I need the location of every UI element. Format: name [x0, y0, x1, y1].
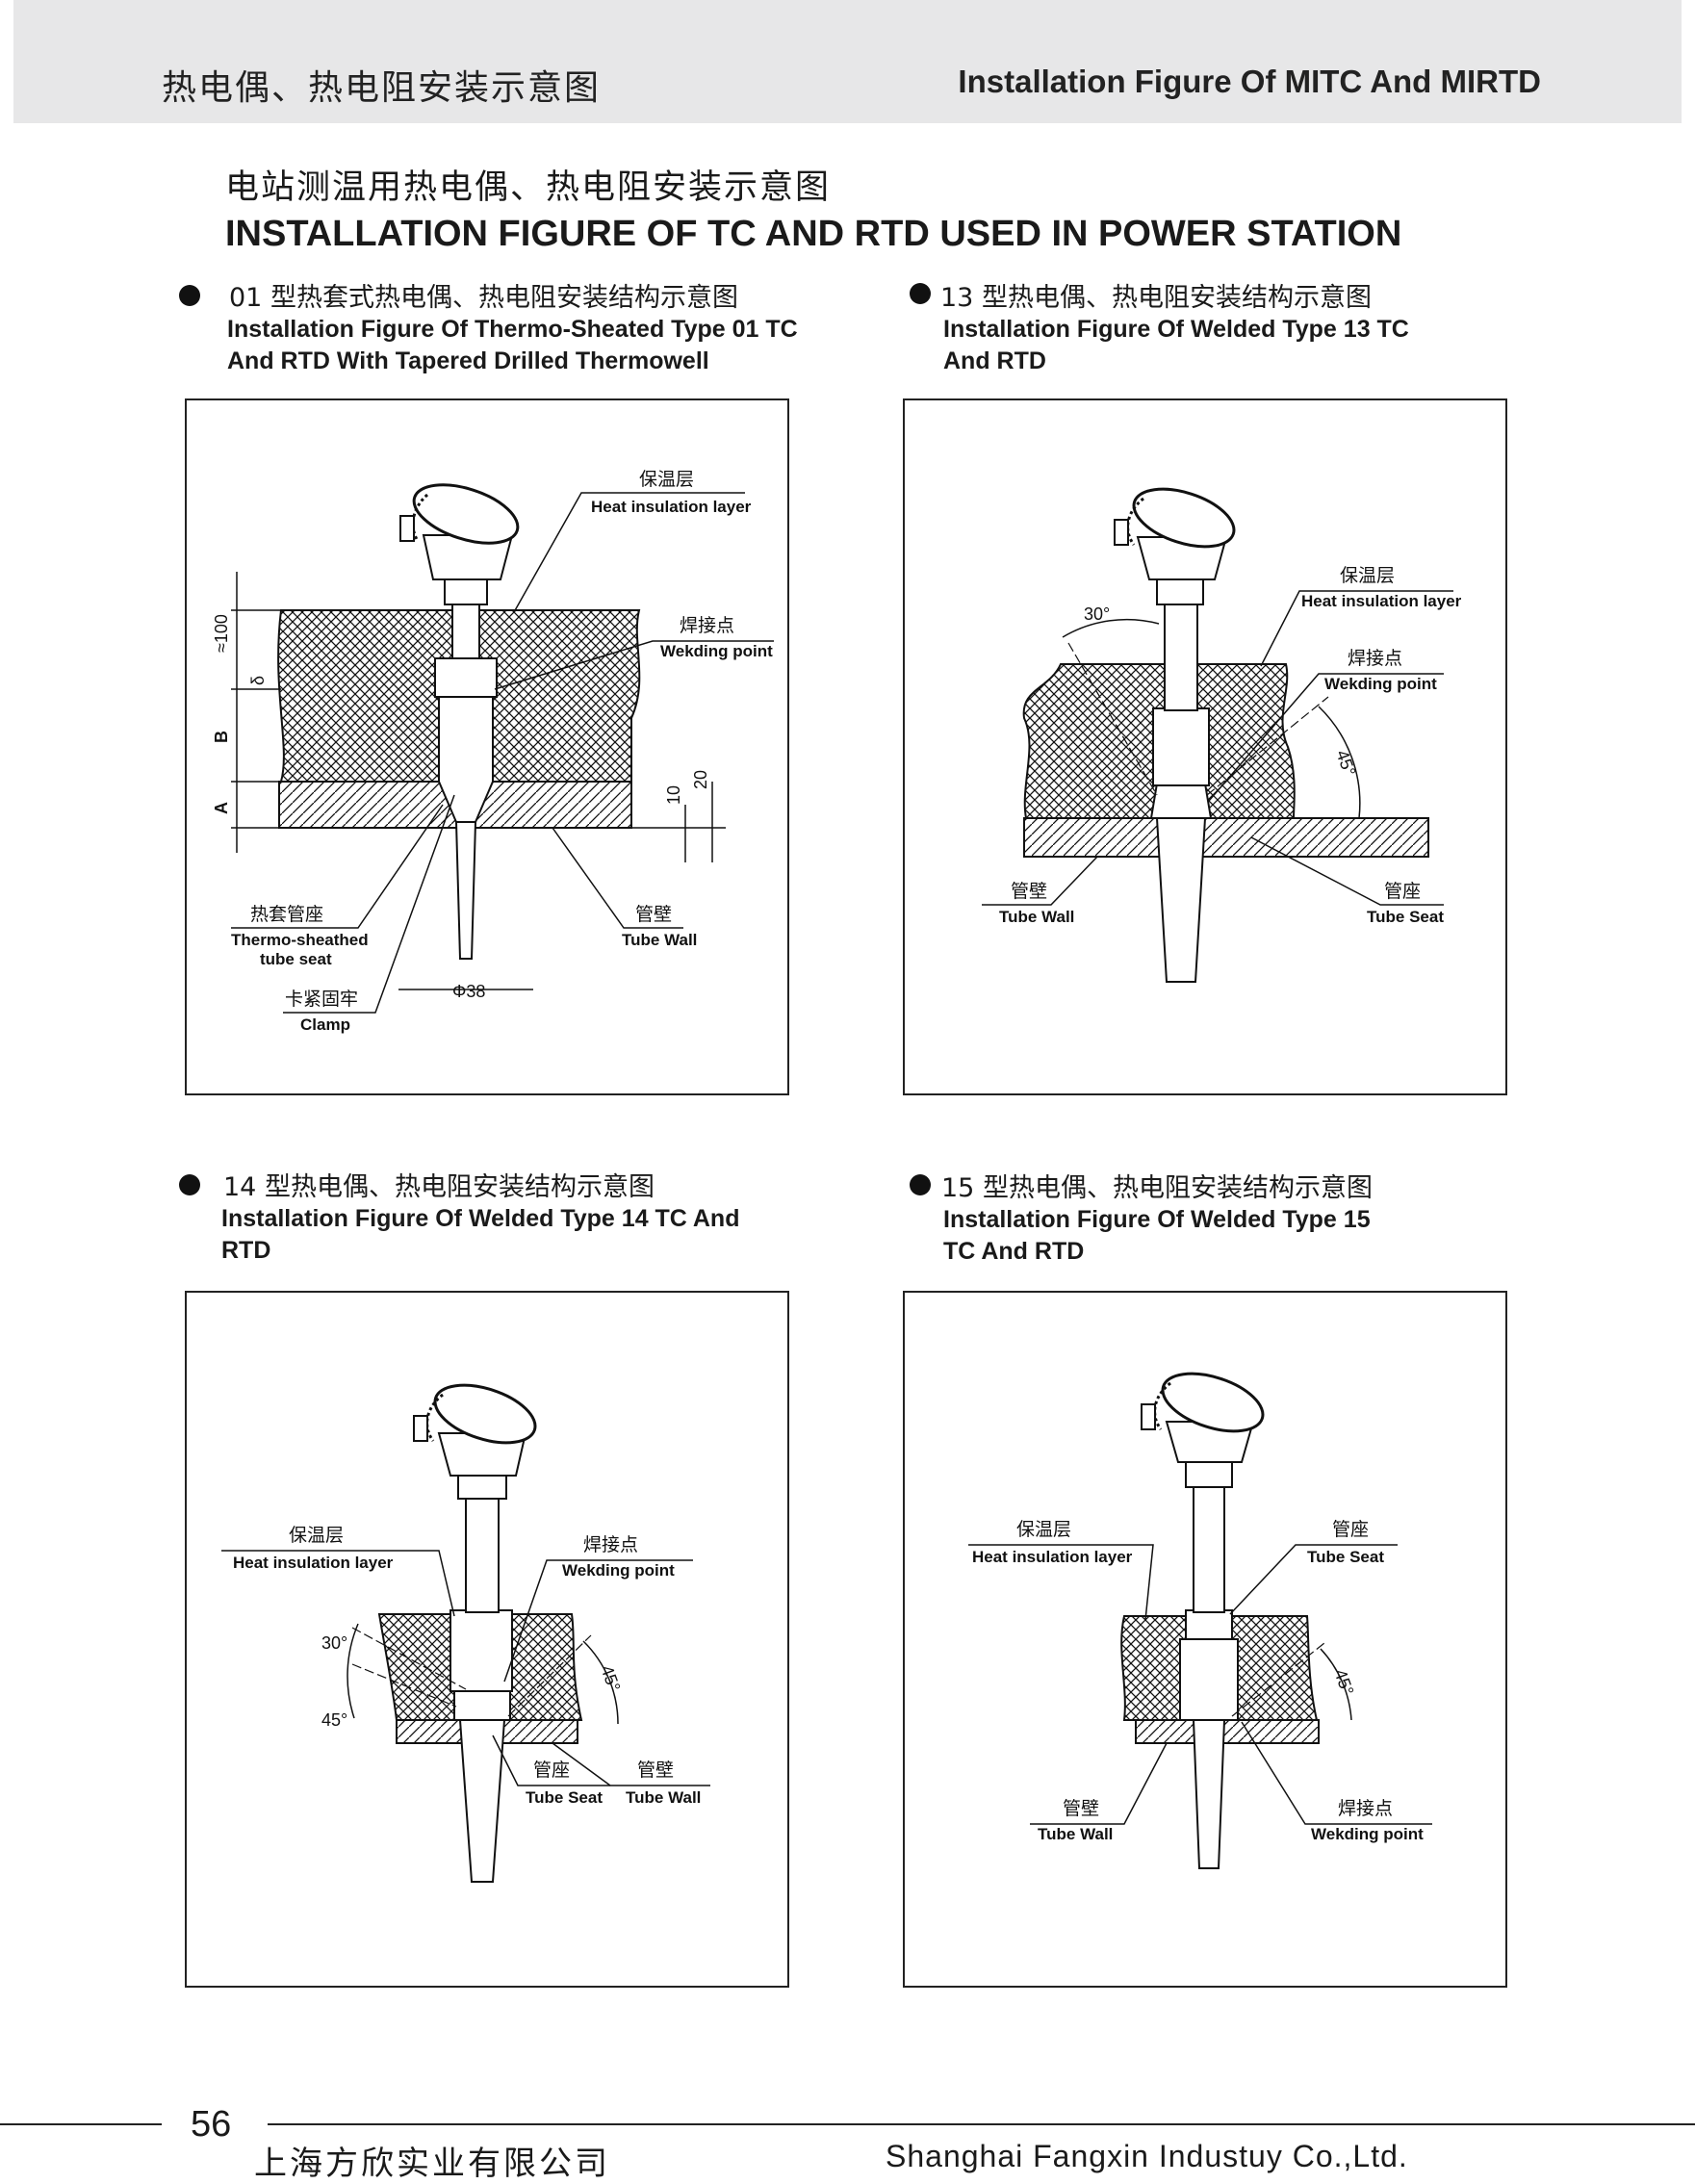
dim-a: A	[212, 802, 231, 814]
dim-100: ≈100	[212, 614, 231, 653]
section-15-title-en-1: Installation Figure Of Welded Type 15	[943, 1206, 1371, 1233]
label-seat-cn: 管座	[1332, 1519, 1369, 1540]
label-wall-cn: 管壁	[1011, 881, 1047, 902]
label-seat-en: Tube Seat	[1367, 908, 1444, 926]
diagram-panel-14: 30° 45° 45° 保温层 Heat insulation layer 焊接…	[185, 1291, 789, 1988]
section-01-title-en-2: And RTD With Tapered Drilled Thermowell	[227, 347, 709, 374]
angle-30: 30°	[1084, 604, 1110, 624]
label-wall-en: Tube Wall	[626, 1788, 701, 1807]
dim-phi38: Φ38	[452, 982, 485, 1001]
label-insulation-cn: 保温层	[1340, 565, 1395, 586]
label-weld-cn: 焊接点	[583, 1534, 638, 1555]
angle-45: 45°	[1332, 748, 1359, 779]
bullet-icon	[179, 285, 200, 306]
bullet-icon	[910, 283, 931, 304]
section-14-title-cn: 14 型热电偶、热电阻安装结构示意图	[223, 1172, 655, 1202]
label-insulation-en: Heat insulation layer	[972, 1548, 1133, 1566]
label-clamp-en: Clamp	[300, 1015, 350, 1034]
label-wall-cn: 管壁	[1063, 1798, 1099, 1819]
angle-30: 30°	[321, 1633, 347, 1653]
label-wall-cn: 管壁	[635, 904, 672, 925]
label-weld-en: Wekding point	[1324, 675, 1437, 693]
angle-45b: 45°	[597, 1663, 624, 1694]
footer-rule-left	[0, 2123, 162, 2125]
label-weld-en: Wekding point	[660, 642, 773, 660]
diagram-15: 45° 保温层 Heat insulation layer 管座 Tube Se…	[968, 1372, 1432, 1869]
company-name-en: Shanghai Fangxin Industuy Co.,Ltd.	[886, 2139, 1408, 2173]
label-seat-cn: 管座	[533, 1760, 570, 1781]
label-insulation-en: Heat insulation layer	[233, 1554, 394, 1572]
section-13-title-en-2: And RTD	[943, 347, 1046, 374]
section-13-title-cn: 13 型热电偶、热电阻安装结构示意图	[940, 283, 1372, 313]
page-number: 56	[191, 2104, 232, 2145]
header-title-en: Installation Figure Of MITC And MIRTD	[958, 64, 1541, 99]
label-wall-cn: 管壁	[637, 1760, 674, 1781]
label-insulation-cn: 保温层	[289, 1525, 344, 1546]
section-15-title-cn: 15 型热电偶、热电阻安装结构示意图	[941, 1173, 1373, 1203]
header-band	[13, 0, 1682, 123]
label-weld-cn: 焊接点	[1348, 648, 1402, 669]
label-seat-en: Tube Seat	[1307, 1548, 1384, 1566]
label-weld-cn: 焊接点	[1338, 1798, 1393, 1819]
label-seat-cn: 热套管座	[250, 904, 323, 925]
dim-10: 10	[664, 785, 683, 805]
section-01-title-cn: 01 型热套式热电偶、热电阻安装结构示意图	[229, 283, 738, 313]
diagram-14: 30° 45° 45° 保温层 Heat insulation layer 焊接…	[221, 1383, 710, 1883]
diagram-panel-13: 30° 45° 保温层 Heat insulation layer 焊接点 We…	[903, 398, 1507, 1095]
label-insulation-en: Heat insulation layer	[1301, 592, 1462, 610]
label-insulation-cn: 保温层	[639, 469, 694, 490]
section-01-title-en-1: Installation Figure Of Thermo-Sheated Ty…	[227, 316, 798, 343]
dim-b: B	[212, 731, 231, 743]
label-weld-en: Wekding point	[562, 1561, 675, 1580]
label-seat-cn: 管座	[1384, 881, 1421, 902]
diagram-panel-15: 45° 保温层 Heat insulation layer 管座 Tube Se…	[903, 1291, 1507, 1988]
angle-45a: 45°	[321, 1710, 347, 1730]
company-name-cn: 上海方欣实业有限公司	[254, 2145, 610, 2183]
page-title-cn: 电站测温用热电偶、热电阻安装示意图	[225, 168, 832, 207]
label-insulation-cn: 保温层	[1016, 1519, 1071, 1540]
label-wall-en: Tube Wall	[622, 931, 697, 949]
label-seat-en-2: tube seat	[260, 950, 332, 968]
bullet-icon	[910, 1174, 931, 1195]
bullet-icon	[179, 1174, 200, 1195]
header-title-cn: 热电偶、热电阻安装示意图	[162, 68, 602, 108]
label-wall-en: Tube Wall	[999, 908, 1074, 926]
dim-delta: δ	[248, 676, 268, 685]
diagram-panel-01: ≈100 δ B A 10 20 Φ38 保温层 Heat insulation…	[185, 398, 789, 1095]
dim-20: 20	[691, 770, 710, 789]
label-seat-en: Tube Seat	[526, 1788, 603, 1807]
diagram-13: 30° 45° 保温层 Heat insulation layer 焊接点 We…	[982, 487, 1462, 983]
label-weld-cn: 焊接点	[680, 615, 734, 636]
section-14-title-en-2: RTD	[221, 1237, 271, 1264]
label-clamp-cn: 卡紧固牢	[285, 989, 358, 1010]
section-15-title-en-2: TC And RTD	[943, 1238, 1085, 1265]
label-seat-en-1: Thermo-sheathed	[231, 931, 369, 949]
footer-rule-right	[268, 2123, 1695, 2125]
label-weld-en: Wekding point	[1311, 1825, 1424, 1843]
diagram-01: ≈100 δ B A 10 20 Φ38 保温层 Heat insulation…	[212, 469, 774, 1034]
section-13-title-en-1: Installation Figure Of Welded Type 13 TC	[943, 316, 1409, 343]
page-title-en: INSTALLATION FIGURE OF TC AND RTD USED I…	[225, 214, 1402, 254]
label-wall-en: Tube Wall	[1038, 1825, 1113, 1843]
section-14-title-en-1: Installation Figure Of Welded Type 14 TC…	[221, 1205, 740, 1232]
label-insulation-en: Heat insulation layer	[591, 498, 752, 516]
angle-45: 45°	[1330, 1667, 1357, 1698]
